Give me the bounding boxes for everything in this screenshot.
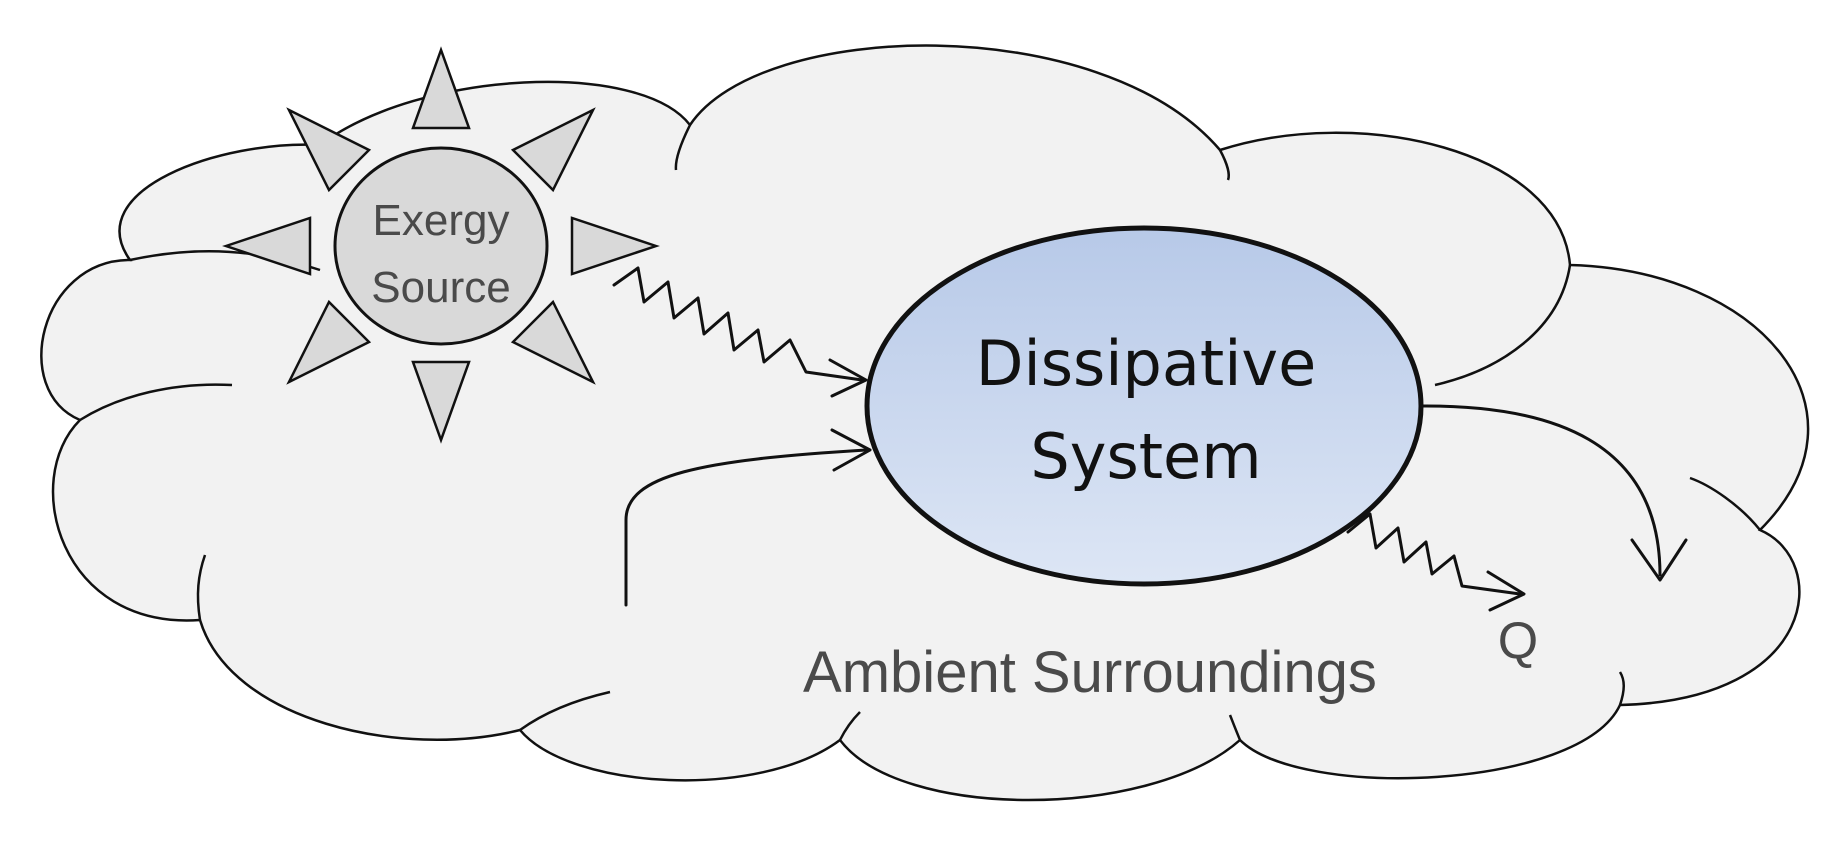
sun-ray-w [222,216,312,276]
cloud-inner-arc [674,124,692,171]
exergy-source-label-line1: Exergy [373,196,510,245]
sun-ray-sw [286,299,372,385]
exergy-input-arrowhead [828,358,868,398]
heat-output-arrowhead [1486,570,1526,612]
sun-rays [222,46,660,444]
cloud-inner-arc [1689,476,1761,531]
heat-label: Q [1498,612,1538,670]
cloud-inner-arc [1618,671,1625,706]
exergy-input-arrow [612,266,868,398]
ambient-input-line [624,448,868,607]
heat-output-arrow [1346,512,1526,612]
dissipative-system-label-line2: System [1030,420,1261,493]
system-output-arrowhead [1630,538,1688,582]
sun-ray-e [570,216,660,276]
exergy-source-label-line2: Source [371,263,510,312]
system-output-line [1419,404,1662,577]
cloud-inner-arc [196,554,207,621]
cloud-inner-arc [79,383,233,422]
sun-ray-s [411,360,471,444]
heat-output-wave [1346,512,1522,596]
ambient-surroundings-label: Ambient Surroundings [803,640,1377,705]
sun-ray-n [411,46,471,130]
dissipative-system-label-line1: Dissipative [976,327,1317,400]
exergy-input-wave [612,266,864,382]
sun-ray-ne [510,107,596,193]
dissipative-system-body [864,225,1424,587]
sun-body [333,146,549,346]
dissipative-system: Dissipative System [864,225,1424,587]
exergy-source-sun: Exergy Source [222,46,660,444]
cloud-inner-arc [838,711,861,741]
cloud-inner-arc [519,690,611,732]
ambient-input-arrow [624,428,872,607]
ambient-input-arrowhead [830,428,872,472]
cloud-inner-arc [1218,149,1230,181]
sun-ray-se [510,299,596,385]
cloud-inner-arc [1434,264,1572,387]
system-output-arrow [1419,404,1688,582]
sun-ray-nw [286,107,372,193]
cloud-inner-arc [1228,714,1242,741]
